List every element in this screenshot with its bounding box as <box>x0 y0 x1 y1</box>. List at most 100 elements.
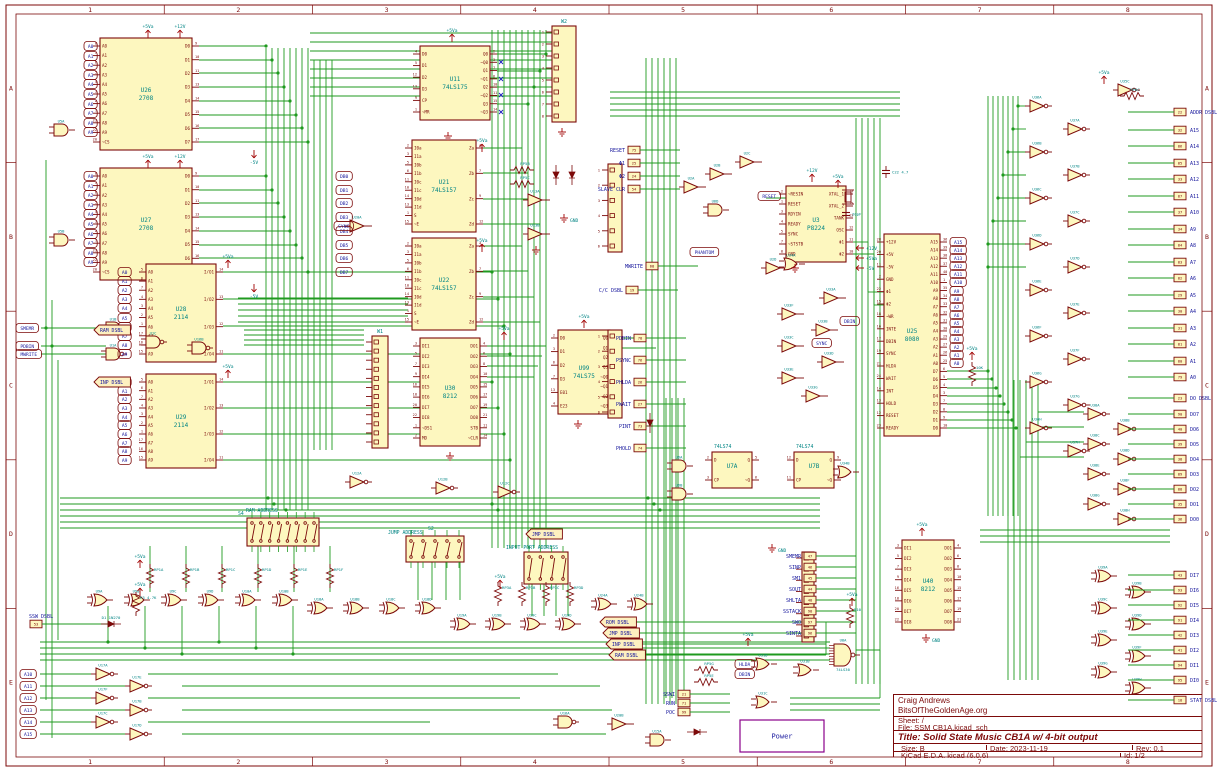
gate-U33C[interactable]: U33C <box>777 335 804 353</box>
net-label-A13[interactable]: A13 <box>949 253 967 263</box>
diode-d[interactable] <box>687 728 707 736</box>
net-label-MWRITE[interactable]: MWRITE <box>15 349 43 359</box>
gate-U15A[interactable]: U15A <box>645 729 671 747</box>
gate-U17D[interactable]: U17D <box>125 723 152 741</box>
gate-U37D[interactable]: U37D <box>1063 256 1090 274</box>
gate-U37A[interactable]: U37A <box>1063 118 1090 136</box>
net-label-A13[interactable]: A13 <box>19 705 37 715</box>
gate-U31B[interactable]: U31B <box>793 659 819 677</box>
power-+5Va[interactable]: +5Va <box>142 24 154 38</box>
resistor-RP3B[interactable]: RP3B <box>517 582 537 606</box>
diode-d[interactable] <box>568 165 576 185</box>
gate-U12C[interactable]: U12C <box>493 481 520 499</box>
net-label-SMEMR[interactable]: SMEMR <box>15 323 39 333</box>
power-+5Va[interactable]: +5Va <box>742 632 754 646</box>
net-label-A15[interactable]: A15 <box>949 237 967 247</box>
gate-U39B[interactable]: U39B <box>1125 581 1151 599</box>
net-label-DB6[interactable]: DB6 <box>335 253 353 263</box>
ic-U25[interactable]: U258080+12V28+5V20-5V11GND2Φ122Φ215~WR18… <box>877 233 948 437</box>
diode-d[interactable] <box>552 165 560 185</box>
net-label-A9[interactable]: A9 <box>83 127 98 137</box>
gate-U9C[interactable]: U9C <box>161 589 187 607</box>
net-label-DB2[interactable]: DB2 <box>335 198 353 208</box>
gate-U24B[interactable]: U24B <box>627 593 653 611</box>
gate-U39F[interactable]: U39F <box>1125 645 1151 663</box>
net-label-A7[interactable]: A7 <box>83 238 98 248</box>
gate-U37E[interactable]: U37E <box>1063 302 1090 320</box>
net-label-A4[interactable]: A4 <box>949 326 964 336</box>
resistor-R10[interactable]: R10 <box>845 604 862 628</box>
net-label-A3[interactable]: A3 <box>117 403 132 413</box>
net-label-A1[interactable]: A1 <box>949 350 964 360</box>
net-label-A7[interactable]: A7 <box>117 438 132 448</box>
gate-U39E[interactable]: U39E <box>1091 629 1117 647</box>
gate-U17F[interactable]: U17F <box>91 687 118 705</box>
hier-label-inp-dsbl[interactable]: INP DSBL <box>93 376 131 388</box>
gate-U17E[interactable]: U17E <box>125 675 152 693</box>
power--5V[interactable]: -5V <box>250 284 259 300</box>
net-label-A5[interactable]: A5 <box>117 313 132 323</box>
power-+5Va[interactable]: +5Va <box>134 582 146 596</box>
power-+12V[interactable]: +12V <box>174 24 186 38</box>
net-label-A14[interactable]: A14 <box>19 717 37 727</box>
hier-label-ram-dsbl[interactable]: RAM DSBL <box>93 324 131 336</box>
gate-U12B[interactable]: U12B <box>431 477 458 495</box>
gate-U39G[interactable]: U39G <box>1091 661 1117 679</box>
net-label-A4[interactable]: A4 <box>83 79 98 89</box>
gate-U9D[interactable]: U9D <box>198 589 224 607</box>
capacitor[interactable]: C22 4.7 <box>882 166 909 178</box>
gnd-symbol[interactable] <box>574 420 582 429</box>
power-+12V[interactable]: +12V <box>806 168 818 182</box>
gate-U19D[interactable]: U19D <box>555 613 581 631</box>
net-label-DB0[interactable]: DB0 <box>335 171 353 181</box>
gate-U16A[interactable]: U16A <box>553 711 579 729</box>
net-label-A10[interactable]: A10 <box>19 669 37 679</box>
gate-U39H[interactable]: U39H <box>1125 677 1151 695</box>
hier-label-inp-dsbl[interactable]: INP DSBL <box>605 638 643 650</box>
net-label-A0[interactable]: A0 <box>949 358 964 368</box>
power-+5Va[interactable]: +5Va <box>446 28 458 42</box>
power-+5Va[interactable]: +5Va <box>222 254 234 268</box>
resistor-10K[interactable]: 10K <box>967 362 984 386</box>
resistor-RP1E[interactable]: RP1E <box>289 564 309 588</box>
gate-U37B[interactable]: U37B <box>1063 164 1090 182</box>
gate-U17A[interactable]: U17A <box>91 663 118 681</box>
net-label-DB1[interactable]: DB1 <box>335 185 353 195</box>
net-label-A14[interactable]: A14 <box>949 245 967 255</box>
net-label-A7[interactable]: A7 <box>949 302 964 312</box>
power-+5Va[interactable]: +5Va <box>222 364 234 378</box>
gate-U33A[interactable]: U33A <box>819 287 846 305</box>
resistor-RP3D[interactable]: RP3D <box>565 582 585 606</box>
net-label-A2[interactable]: A2 <box>117 285 132 295</box>
net-label-A4[interactable]: A4 <box>117 412 132 422</box>
gate-U36C[interactable]: U36C <box>1025 187 1052 205</box>
gate-U33F[interactable]: U33F <box>777 303 804 321</box>
net-label-A0[interactable]: A0 <box>83 171 98 181</box>
power-box[interactable]: Power <box>739 719 825 753</box>
net-label-A11[interactable]: A11 <box>19 681 37 691</box>
resistor-RP5B[interactable]: RP5B <box>510 161 534 175</box>
gate-U19A[interactable]: U19A <box>450 613 476 631</box>
hier-label-jmp-dsbl[interactable]: JMP DSBL <box>525 528 563 540</box>
gate-U39C[interactable]: U39C <box>1091 597 1117 615</box>
net-label-DBIN[interactable]: DBIN <box>839 316 860 326</box>
diode-D1 1N270[interactable]: D1 1N270 <box>101 615 121 628</box>
